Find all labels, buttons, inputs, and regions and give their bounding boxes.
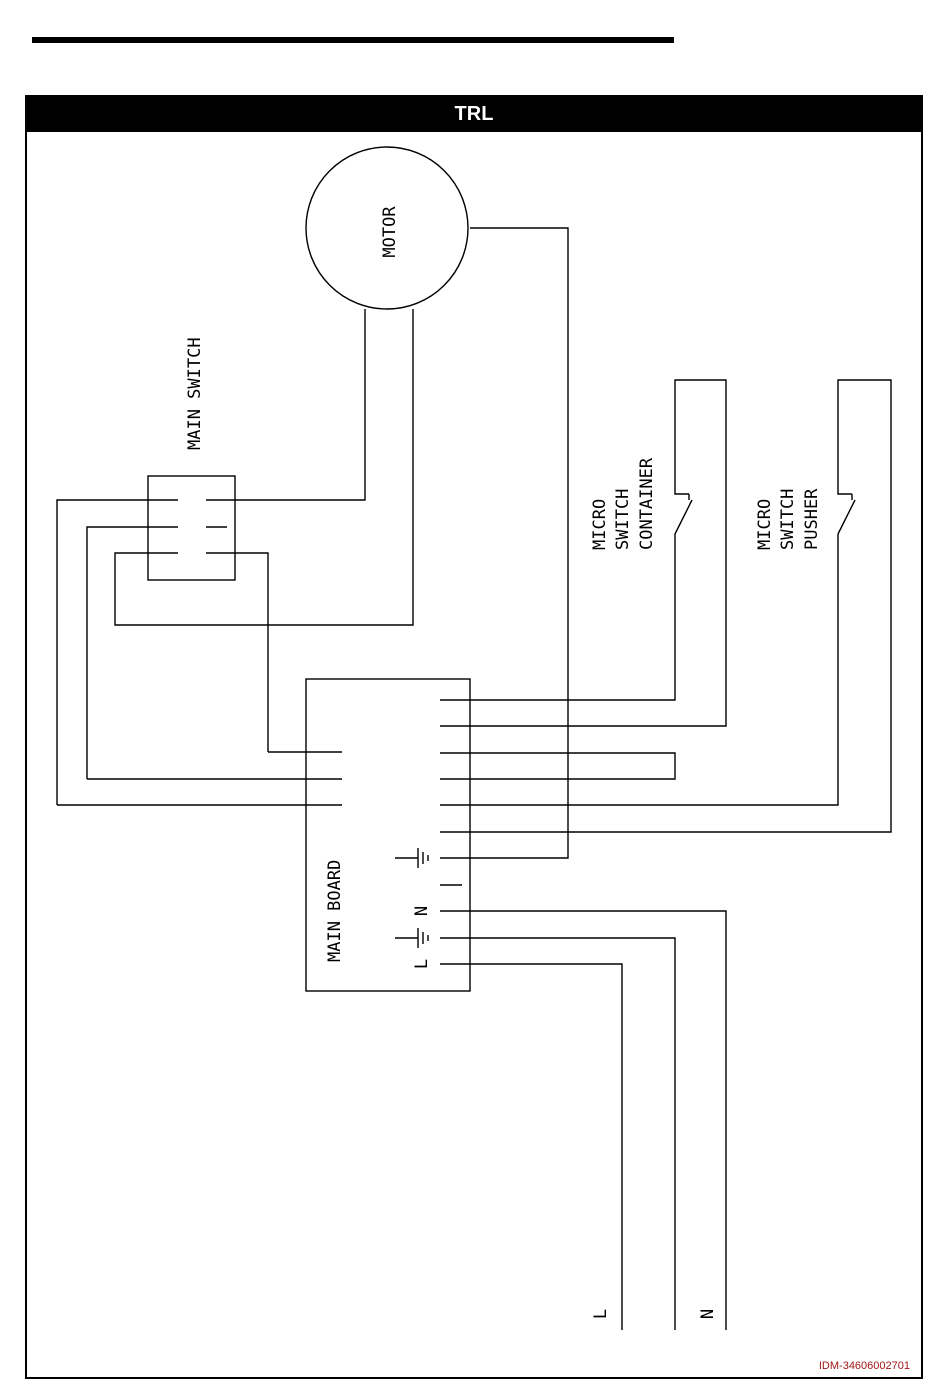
micro-switch-container-label-1: MICRO — [590, 499, 610, 550]
micro-switch-container: MICRO SWITCH CONTAINER — [470, 380, 726, 726]
document-id: IDM-34606002701 — [819, 1360, 910, 1372]
micro-switch-pusher-label-2: SWITCH — [778, 489, 798, 550]
micro-switch-container-label-2: SWITCH — [613, 489, 633, 550]
board-n-label: N — [412, 906, 432, 916]
motor-label: MOTOR — [380, 206, 400, 258]
diagram-frame — [26, 96, 922, 1378]
micro-switch-pusher: MICRO SWITCH PUSHER — [470, 380, 891, 832]
motor: MOTOR — [306, 147, 468, 309]
main-switch-box — [148, 476, 235, 580]
main-board: MAIN BOARD N L — [57, 679, 470, 991]
top-rule — [32, 37, 674, 43]
main-switch: MAIN SWITCH — [148, 337, 235, 580]
micro-switch-pusher-label-1: MICRO — [755, 499, 775, 550]
board-l-label: L — [412, 959, 432, 969]
main-switch-label: MAIN SWITCH — [185, 337, 205, 450]
supply-l-label: L — [591, 1309, 611, 1319]
main-board-label: MAIN BOARD — [325, 860, 345, 962]
diagram-title: TRL — [455, 103, 494, 125]
micro-switch-pusher-label-3: PUSHER — [802, 488, 822, 550]
micro-switch-container-label-3: CONTAINER — [637, 457, 657, 550]
ground-symbol-2 — [395, 928, 428, 948]
supply-n-label: N — [698, 1309, 718, 1319]
ground-symbol — [395, 848, 428, 868]
